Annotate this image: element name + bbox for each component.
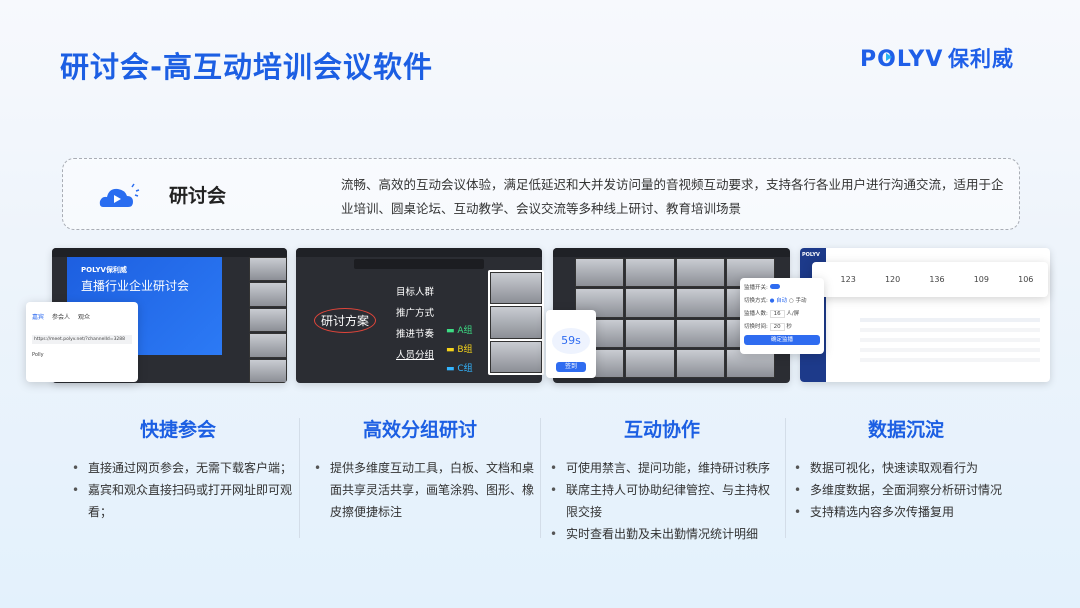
branch: 推广方式 [396, 308, 435, 319]
divider [785, 418, 786, 538]
feature-title: 数据沉淀 [867, 419, 944, 441]
countdown-timer: 59s [552, 328, 590, 354]
video-tile [249, 257, 287, 282]
count-unit: 人/屏 [786, 311, 800, 317]
host-name: Polly [32, 352, 44, 358]
group-a: ▬ A组 [446, 326, 473, 336]
count-input[interactable]: 16 [769, 310, 785, 318]
video-tile [675, 288, 725, 318]
video-strip [249, 257, 287, 383]
feature-title: 互动协作 [623, 419, 700, 441]
video-tile [675, 258, 725, 288]
tab-audience[interactable]: 观众 [78, 314, 91, 321]
admin-brand: POLYV [802, 252, 820, 258]
group-c: ▬ C组 [446, 364, 473, 374]
stats-card: 123 120 136 109 106 [812, 262, 1048, 297]
stat-value: 109 [973, 275, 989, 284]
video-tile [625, 348, 675, 378]
feature-item: 实时查看出勤及未出勤情况统计明细 [550, 523, 776, 545]
mode-auto-radio[interactable]: ● 自动 [769, 298, 788, 304]
video-tile [249, 307, 287, 333]
branch: 推进节奏 [396, 329, 435, 340]
feature-item: 直接通过网页参会，无需下载客户端； [72, 457, 292, 479]
video-tile [625, 318, 675, 348]
mode-label: 切换方式: [744, 298, 768, 304]
feature-quick-join: 快捷参会 直接通过网页参会，无需下载客户端；嘉宾和观众直接扫码或打开网址即可观看… [58, 415, 298, 523]
monitor-settings: 监播开关: 切换方式: ● 自动 ○ 手动 监播人数: 16 人/屏 切换时间:… [740, 278, 824, 354]
video-panel [488, 270, 544, 375]
feature-data: 数据沉淀 数据可视化，快速读取观看行为多维度数据，全面洞察分析研讨情况支持精选内… [786, 415, 1026, 523]
video-tile [625, 288, 675, 318]
window-titlebar [52, 248, 287, 257]
stat-value: 120 [884, 275, 901, 284]
feature-item: 嘉宾和观众直接扫码或打开网址即可观看； [72, 479, 292, 523]
video-tile [249, 358, 287, 383]
time-unit: 秒 [786, 324, 792, 330]
invite-url[interactable]: https://meet.polyv.net/?channelId=3288 [32, 335, 132, 344]
branch: 目标人群 [396, 287, 435, 298]
time-label: 切换时间: [744, 324, 768, 330]
video-tile [490, 340, 542, 373]
confirm-monitor-button[interactable]: 确定监播 [744, 335, 820, 345]
mindmap-groups: ▬ A组 ▬ B组 ▬ C组 [446, 322, 473, 379]
video-tile [575, 258, 625, 288]
tab-guest[interactable]: 嘉宾 [32, 314, 45, 321]
feature-item: 多维度数据，全面洞察分析研讨情况 [794, 479, 1020, 501]
data-table [860, 318, 1040, 362]
svg-text:POLYV: POLYV [860, 47, 943, 70]
feature-collaboration: 互动协作 可使用禁言、提问功能，维持研讨秩序联席主持人可协助纪律管控、与主持权限… [542, 415, 782, 545]
whiteboard-toolbar[interactable] [354, 259, 484, 269]
polyv-logo: POLYV 保利威 [860, 44, 1020, 70]
group-b: ▬ B组 [446, 345, 473, 355]
video-tile [490, 306, 542, 339]
divider [540, 418, 541, 538]
branch: 人员分组 [396, 350, 435, 361]
feature-group-discussion: 高效分组研讨 提供多维度互动工具，白板、文档和桌面共享灵活共享，画笔涂鸦、图形、… [300, 415, 540, 523]
checkin-button[interactable]: 签到 [556, 362, 586, 372]
video-tile [249, 333, 287, 358]
checkin-dialog: 59s 签到 [546, 310, 596, 378]
video-tile [249, 282, 287, 307]
tab-participant[interactable]: 参会人 [52, 314, 71, 321]
video-tile [625, 258, 675, 288]
feature-item: 联席主持人可协助纪律管控、与主持权限交接 [550, 479, 776, 523]
switch-label: 监播开关: [744, 285, 768, 291]
feature-item: 提供多维度互动工具，白板、文档和桌面共享灵活共享，画笔涂鸦、图形、橡皮擦便捷标注 [314, 457, 534, 523]
video-tile [675, 318, 725, 348]
feature-item: 数据可视化，快速读取观看行为 [794, 457, 1020, 479]
feature-item: 可使用禁言、提问功能，维持研讨秩序 [550, 457, 776, 479]
window-titlebar [296, 248, 542, 257]
feature-title: 快捷参会 [139, 419, 216, 441]
polyv-logo-mark: POLYV 保利威 [860, 47, 1014, 70]
mindmap-center: 研讨方案 [314, 308, 377, 333]
mindmap-branches: 目标人群 推广方式 推进节奏 人员分组 [396, 282, 434, 366]
monitor-toggle[interactable] [769, 284, 780, 289]
invite-dialog: 嘉宾 参会人 观众 https://meet.polyv.net/?channe… [26, 302, 138, 382]
intro-title: 研讨会 [169, 185, 227, 207]
slide-title: 直播行业企业研讨会 [81, 279, 190, 293]
video-tile [490, 272, 542, 305]
mode-manual-radio[interactable]: ○ 手动 [788, 298, 807, 304]
page-title: 研讨会-高互动培训会议软件 [60, 50, 434, 84]
intro-description: 流畅、高效的互动会议体验，满足低延迟和大并发访问量的音视频互动要求，支持各行各业… [341, 177, 1004, 216]
divider [299, 418, 300, 538]
video-tile [675, 348, 725, 378]
stat-value: 123 [840, 275, 856, 284]
stat-value: 136 [929, 275, 945, 284]
intro-box: 研讨会 流畅、高效的互动会议体验，满足低延迟和大并发访问量的音视频互动要求，支持… [62, 158, 1020, 230]
count-label: 监播人数: [744, 311, 768, 317]
stat-value: 106 [1018, 275, 1034, 284]
feature-item: 支持精选内容多次传播复用 [794, 501, 1020, 523]
feature-title: 高效分组研讨 [362, 419, 477, 441]
cloud-play-icon [99, 183, 140, 207]
window-titlebar [553, 248, 790, 257]
svg-text:保利威: 保利威 [947, 47, 1014, 70]
screenshot-quick-join: POLYV保利威 直播行业企业研讨会 [52, 248, 287, 383]
slide-logo: POLYV保利威 [81, 266, 127, 274]
time-input[interactable]: 20 [769, 323, 785, 331]
